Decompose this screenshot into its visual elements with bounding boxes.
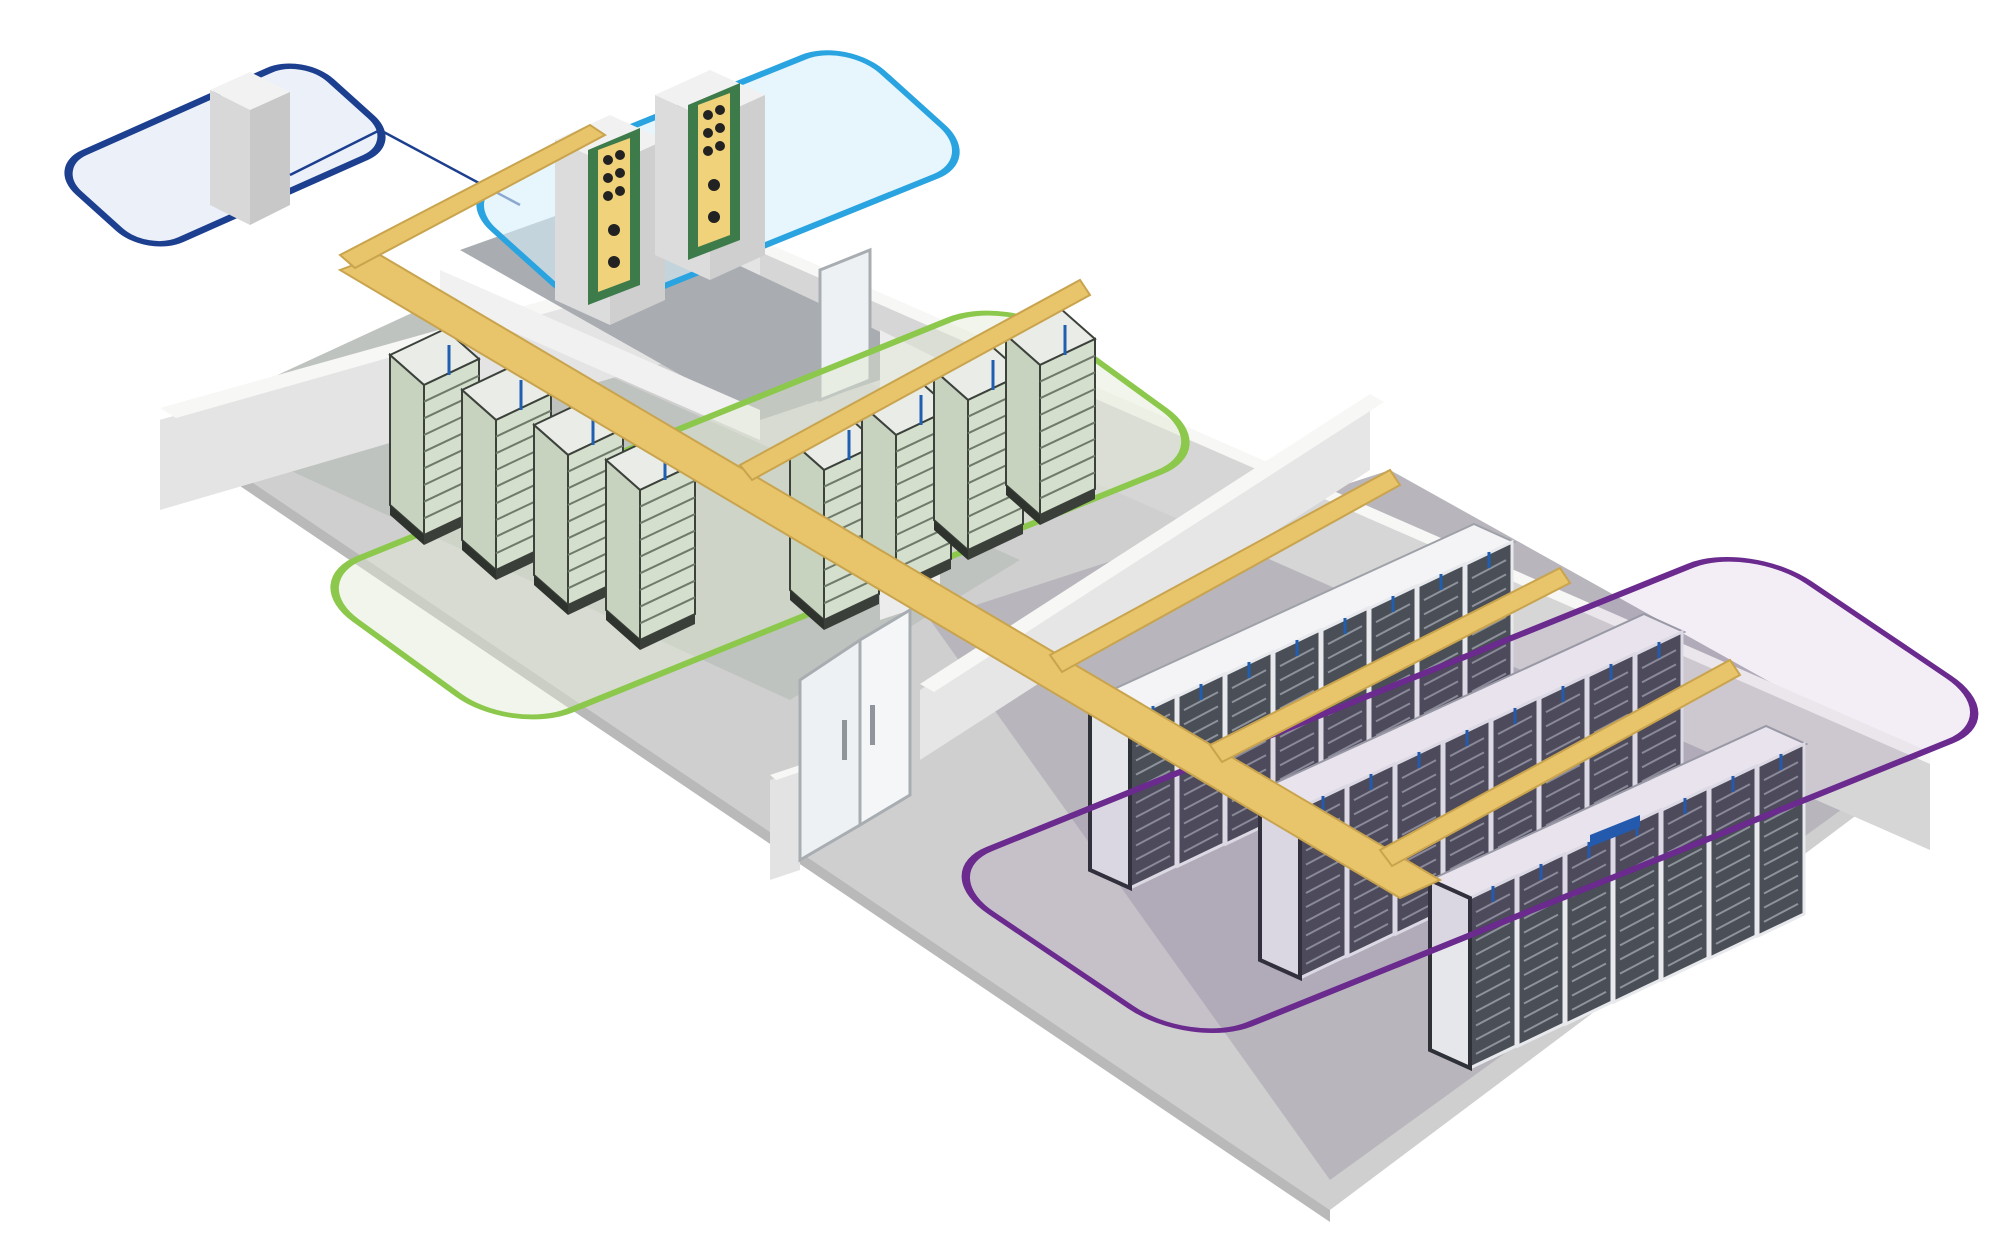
enclosed-cabinet-icon (1660, 785, 1710, 983)
enclosed-cabinet-icon (1756, 741, 1806, 939)
open-rack-icon (604, 432, 697, 650)
cable-tray-icon (337, 123, 1742, 900)
patch-frame-icon (655, 70, 765, 280)
open-rack-group-left (388, 307, 1097, 650)
door-handle-icon (870, 705, 875, 745)
enclosed-cabinet-icon (1612, 807, 1662, 1005)
aisle-door-icon[interactable] (1428, 876, 1472, 1072)
front-stub-wall-top (770, 765, 806, 780)
door-handle-icon (842, 720, 847, 760)
front-stub-wall (770, 770, 800, 880)
patch-frame-icon (555, 115, 665, 325)
entrance-fiber-link (289, 128, 521, 207)
floor-slab-front-edge (160, 420, 1330, 1222)
glass-door-hda[interactable] (798, 607, 912, 863)
partition-wall-top (920, 394, 1384, 692)
glass-door-mda[interactable] (818, 247, 872, 403)
mda-room-wall-front (440, 270, 760, 440)
server-cabinet-icon (210, 72, 290, 225)
zone-main-distribution-area[interactable] (457, 40, 979, 325)
status-indicator (1590, 815, 1640, 847)
enclosed-cabinet-rows (1087, 522, 1809, 1072)
enclosed-cabinet-icon (1708, 763, 1758, 961)
zone-entrance-room[interactable] (51, 55, 521, 254)
open-rack-icon (1004, 307, 1097, 525)
